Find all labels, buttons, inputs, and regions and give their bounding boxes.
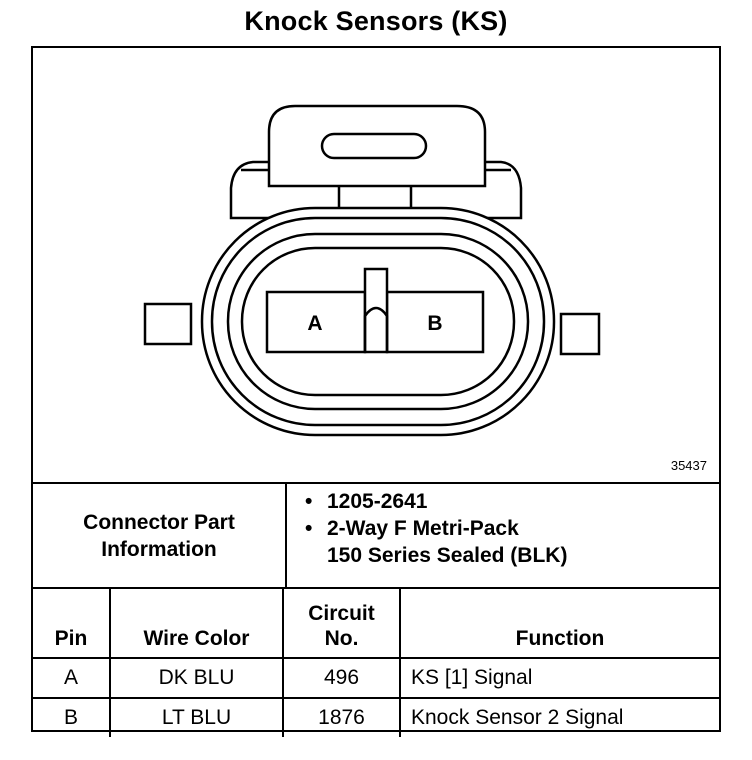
connector-info-list: 1205-2641 2-Way F Metri-Pack 150 Series …	[287, 488, 567, 569]
cavity-a-label: A	[307, 312, 322, 335]
table-row: A DK BLU 496 KS [1] Signal	[33, 657, 719, 699]
function-cell: KS [1] Signal	[399, 657, 719, 699]
pinout-table: Pin Wire Color Circuit No. Function A DK…	[33, 587, 719, 737]
table-header-row: Pin Wire Color Circuit No. Function	[33, 587, 719, 659]
circuit-cell: 1876	[282, 697, 401, 737]
connector-info-row: Connector Part Information 1205-2641 2-W…	[33, 484, 719, 589]
header-wire-color: Wire Color	[109, 587, 284, 659]
connector-description: 2-Way F Metri-Pack 150 Series Sealed (BL…	[287, 515, 567, 569]
connector-info-label-text: Connector Part Information	[83, 510, 235, 561]
header-function: Function	[399, 587, 719, 659]
connector-drawing: A B	[143, 104, 601, 437]
left-mounting-tab	[143, 302, 193, 346]
cavity-b-label: B	[427, 312, 442, 335]
table-row: B LT BLU 1876 Knock Sensor 2 Signal	[33, 697, 719, 737]
page-title: Knock Sensors (KS)	[244, 6, 508, 36]
header-circuit-no: Circuit No.	[282, 587, 401, 659]
header-pin: Pin	[33, 587, 111, 659]
right-mounting-tab	[559, 312, 601, 356]
connector-info-label: Connector Part Information	[33, 484, 287, 587]
tab-slot	[320, 132, 428, 160]
wire-color-cell: DK BLU	[109, 657, 284, 699]
figure-number: 35437	[670, 458, 707, 473]
connector-sheet: A B 35437 Connector Part Information 120…	[31, 46, 721, 737]
connector-part-number: 1205-2641	[287, 488, 567, 515]
circuit-cell: 496	[282, 657, 401, 699]
wire-color-cell: LT BLU	[109, 697, 284, 737]
connector-diagram: A B 35437	[33, 48, 719, 484]
function-cell: Knock Sensor 2 Signal	[399, 697, 719, 737]
center-divider	[363, 267, 389, 354]
pin-cell: B	[33, 697, 111, 737]
pin-cell: A	[33, 657, 111, 699]
